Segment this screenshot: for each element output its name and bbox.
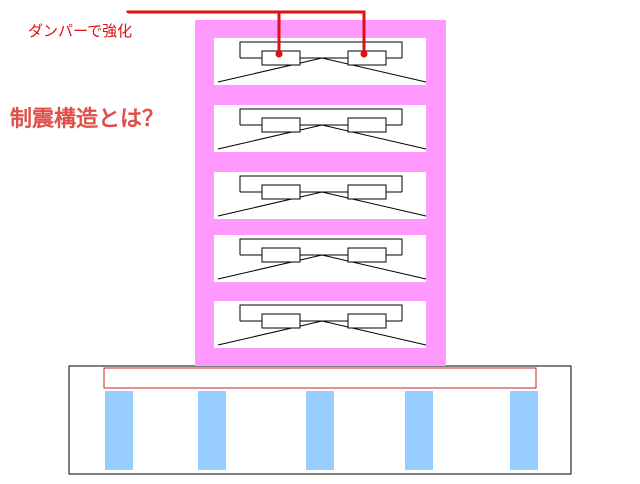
floor-opening: [214, 301, 426, 348]
damper-left: [261, 117, 301, 133]
upper-beam: [239, 108, 403, 125]
callout-label: ダンパーで強化: [28, 22, 133, 40]
leader-dot-right: [360, 50, 368, 58]
upper-beam: [239, 304, 403, 321]
floor-opening: [214, 105, 426, 152]
floor-opening: [214, 235, 426, 282]
floor-4: [214, 235, 427, 282]
damper-right: [347, 247, 387, 263]
piles: [105, 391, 538, 470]
pile-4: [405, 391, 433, 470]
upper-beam: [239, 238, 403, 255]
damper-left: [261, 184, 301, 200]
pile-2: [198, 391, 226, 470]
leader-dot-left: [275, 50, 283, 58]
ground-slab: [103, 367, 537, 389]
floor-1: [214, 38, 427, 85]
floor-opening: [214, 38, 426, 85]
floor-opening: [214, 172, 426, 219]
upper-beam: [239, 175, 403, 192]
floors: [214, 38, 427, 348]
damper-left: [261, 247, 301, 263]
leader-line: [126, 10, 366, 53]
pile-5: [510, 391, 538, 470]
floor-5: [214, 301, 427, 348]
floor-2: [214, 105, 427, 152]
upper-beam: [239, 41, 403, 58]
floor-3: [214, 172, 427, 219]
diagram-title: 制震構造とは？: [10, 107, 165, 132]
damper-right: [347, 313, 387, 329]
damper-left: [261, 313, 301, 329]
damper-right: [347, 117, 387, 133]
damper-left: [261, 50, 301, 66]
pile-1: [105, 391, 133, 470]
callout-leader: [126, 10, 368, 58]
damper-right: [347, 50, 387, 66]
pile-3: [306, 391, 334, 470]
damper-right: [347, 184, 387, 200]
